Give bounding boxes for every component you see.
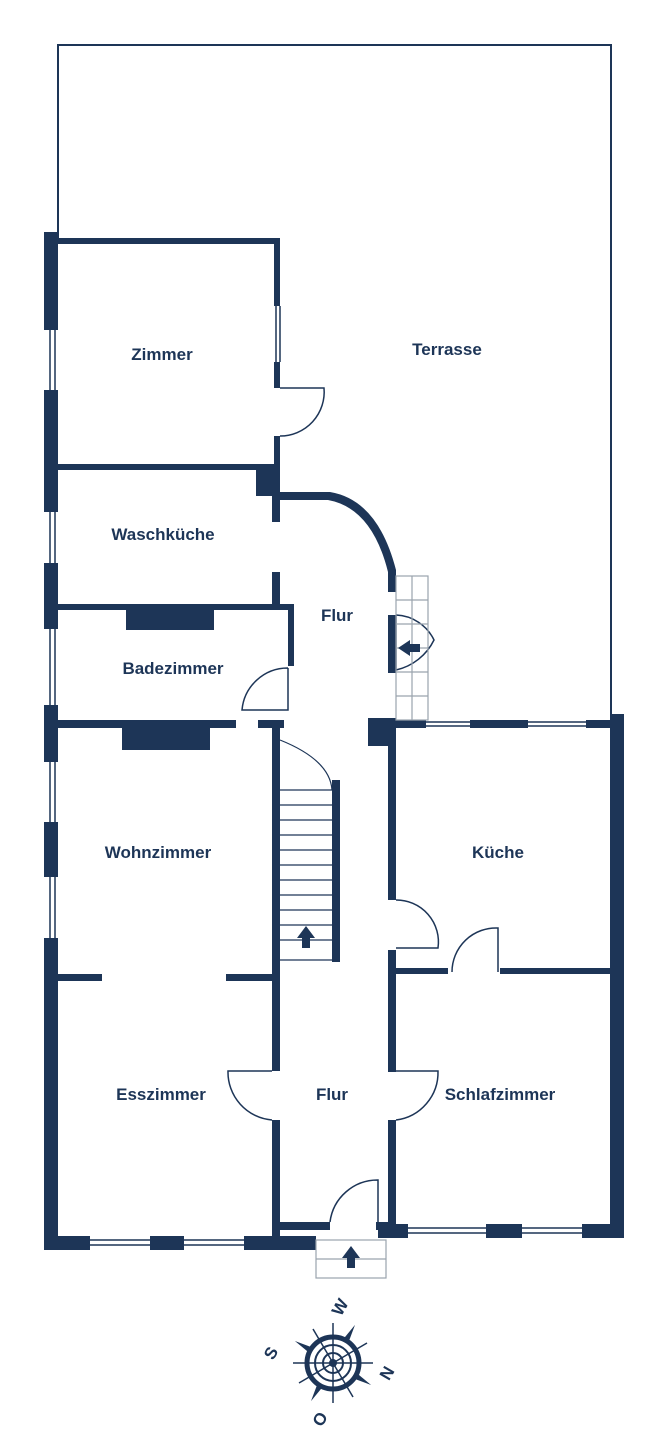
outer-walls xyxy=(44,232,624,1250)
room-label-flur-lower: Flur xyxy=(316,1085,348,1104)
room-label-badezimmer: Badezimmer xyxy=(122,659,223,678)
compass-rose-icon xyxy=(293,1323,373,1403)
compass-south-label: S xyxy=(260,1344,282,1363)
room-label-wohnzimmer: Wohnzimmer xyxy=(105,843,212,862)
room-label-esszimmer: Esszimmer xyxy=(116,1085,206,1104)
stair-arrow-icon xyxy=(297,926,315,948)
interior-stairs xyxy=(279,739,340,961)
compass-east-label: O xyxy=(309,1409,332,1430)
room-label-kueche: Küche xyxy=(472,843,524,862)
terrace-outline xyxy=(57,44,612,722)
room-label-schlafzimmer: Schlafzimmer xyxy=(445,1085,556,1104)
windows xyxy=(49,306,586,1246)
room-label-zimmer: Zimmer xyxy=(131,345,193,364)
room-label-terrasse: Terrasse xyxy=(412,340,482,359)
doors xyxy=(227,387,499,1223)
room-label-waschkueche: Waschküche xyxy=(111,525,214,544)
interior-walls xyxy=(58,238,616,1236)
compass-north-label: N xyxy=(376,1363,399,1383)
compass-west-label: W xyxy=(328,1295,353,1319)
terrace-arrow-icon xyxy=(398,640,420,656)
room-label-flur-upper: Flur xyxy=(321,606,353,625)
entry-arrow-icon xyxy=(342,1246,360,1268)
